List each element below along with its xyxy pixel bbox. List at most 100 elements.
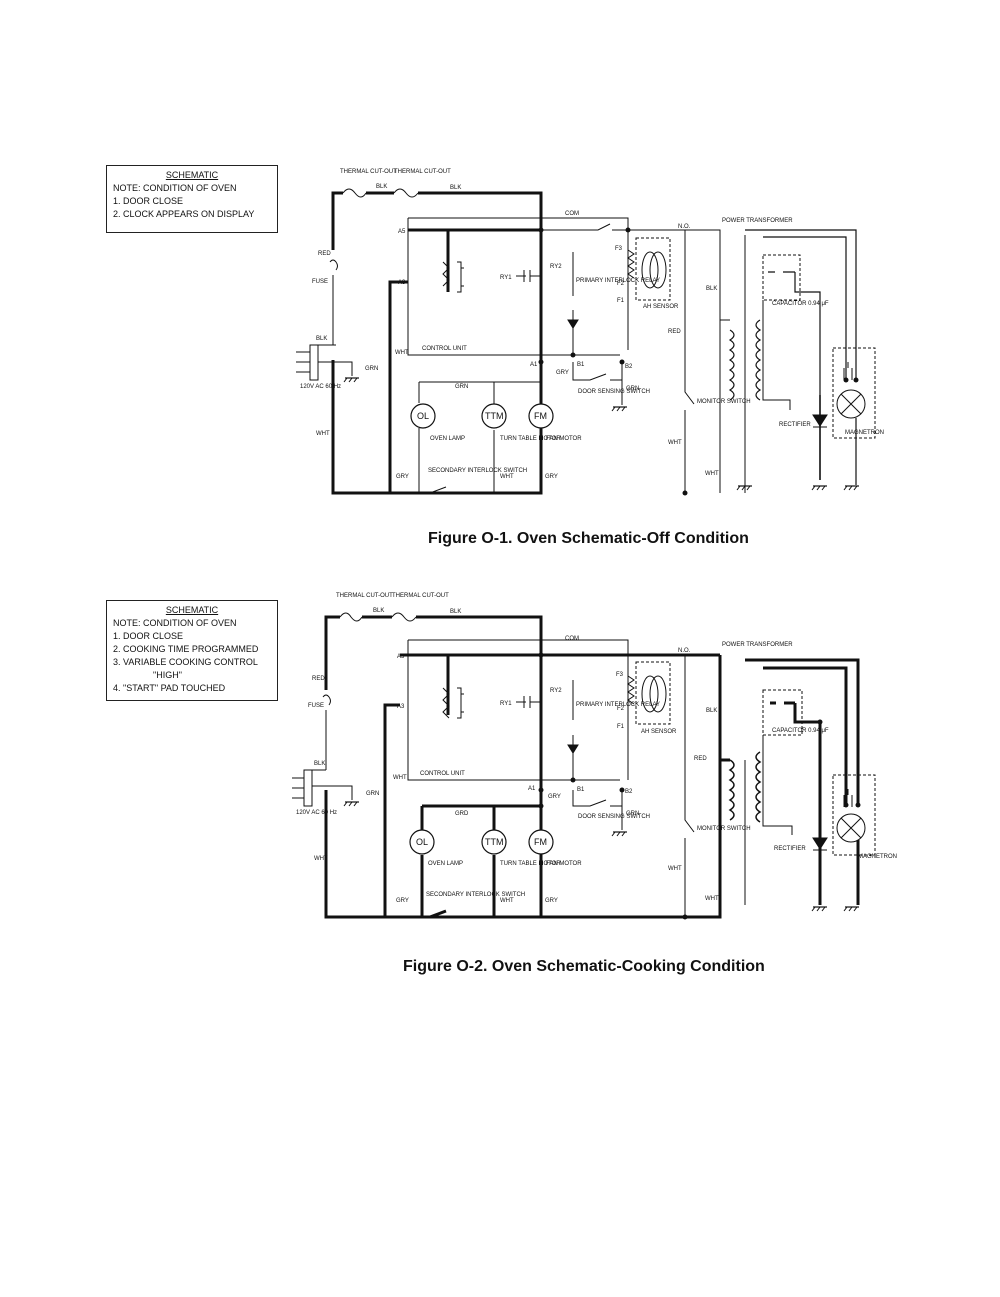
- door-sensing-switch-label: DOOR SENSING SWITCH: [578, 814, 650, 820]
- note-heading: SCHEMATIC: [165, 605, 219, 615]
- com-label: COM: [565, 636, 579, 642]
- terminal-label: A3: [397, 704, 405, 710]
- relay-label: RY2: [550, 264, 562, 270]
- wire-color-label: WHT: [393, 775, 407, 781]
- no-label: N.O.: [678, 224, 691, 230]
- wire-color-label: BLK: [450, 609, 461, 615]
- note-line: 4. "START" PAD TOUCHED: [113, 683, 226, 693]
- power-transformer-label: POWER TRANSFORMER: [722, 218, 793, 224]
- wire-color-label: GRN: [365, 366, 378, 372]
- note-line: 2. COOKING TIME PROGRAMMED: [113, 644, 259, 654]
- schematic-note-1: SCHEMATIC NOTE: CONDITION OF OVEN 1. DOO…: [106, 165, 278, 233]
- junction-dots: [538, 227, 859, 496]
- relay-label: RY2: [550, 688, 562, 694]
- relay-coils: [442, 687, 464, 719]
- wire-color-label: GRY: [545, 898, 558, 904]
- fuse-symbol: [329, 259, 338, 271]
- wire-color-label: GRY: [556, 370, 569, 376]
- wire-color-label: WHT: [500, 898, 514, 904]
- note-line: 1. DOOR CLOSE: [113, 196, 184, 206]
- terminal-label: A5: [398, 229, 406, 235]
- no-label: N.O.: [678, 648, 691, 654]
- oven-lamp-symbol: OL: [416, 837, 428, 847]
- diode-symbols: [567, 744, 828, 851]
- magnetron-symbol: [832, 774, 876, 856]
- oven-lamp-label: OVEN LAMP: [428, 861, 463, 867]
- capacitor-label: CAPACITOR 0.94 μF: [772, 728, 829, 734]
- secondary-switch-label: SECONDARY INTERLOCK SWITCH: [428, 468, 527, 474]
- fuse-label: FUSE: [308, 703, 324, 709]
- junction-dots: [538, 652, 861, 920]
- terminal-label: F3: [616, 672, 624, 678]
- note-line: NOTE: CONDITION OF OVEN: [113, 183, 237, 193]
- wire-color-label: GRY: [545, 474, 558, 480]
- lamp-motor-circles: [410, 403, 554, 429]
- magnetron-label: MAGNETRON: [858, 854, 897, 860]
- relay-coils: [442, 261, 464, 293]
- wire-color-label: WHT: [500, 474, 514, 480]
- com-label: COM: [565, 211, 579, 217]
- wire-color-label: GRN: [366, 791, 379, 797]
- magnetron-symbol: [832, 347, 876, 439]
- relay-label: RY1: [500, 701, 512, 707]
- turntable-motor-label: TURN TABLE MOTOR: [500, 861, 561, 867]
- wire-color-label: RED: [668, 329, 681, 335]
- schematic-note-2: SCHEMATIC NOTE: CONDITION OF OVEN 1. DOO…: [106, 600, 278, 701]
- terminal-label: F1: [617, 298, 625, 304]
- monitor-switch-label: MONITOR SWITCH: [697, 399, 751, 405]
- note-line: NOTE: CONDITION OF OVEN: [113, 618, 237, 628]
- door-sensing-switch-label: DOOR SENSING SWITCH: [578, 389, 650, 395]
- figure-caption-2: Figure O-2. Oven Schematic-Cooking Condi…: [403, 958, 765, 975]
- diode-symbols: [567, 319, 828, 428]
- supply-label: 120V AC 60 Hz: [296, 810, 337, 816]
- sensor-block: [627, 237, 671, 301]
- wire-color-label: GRY: [396, 474, 409, 480]
- schematic-figure-2: THERMAL CUT-OUT THERMAL CUT-OUT BLK BLK …: [292, 593, 897, 920]
- wire-color-label: BLK: [450, 185, 461, 191]
- rectifier-label: RECTIFIER: [774, 846, 806, 852]
- fan-motor-label: FAN MOTOR: [546, 436, 582, 442]
- terminal-label: A3: [398, 280, 406, 286]
- lamp-motor-circles: [409, 829, 554, 855]
- wire-color-label: GRD: [455, 811, 469, 817]
- wire-color-label: GRN: [626, 811, 639, 817]
- wire-color-label: WHT: [668, 866, 682, 872]
- oven-lamp-symbol: OL: [417, 411, 429, 421]
- sensor-block: [627, 661, 671, 725]
- transformer-coil: [728, 319, 762, 401]
- fan-motor-label: FAN MOTOR: [546, 861, 582, 867]
- monitor-switch-label: MONITOR SWITCH: [697, 826, 751, 832]
- thermal-cutout-label: THERMAL CUT-OUT: [336, 593, 393, 599]
- note-line: 1. DOOR CLOSE: [113, 631, 184, 641]
- fan-motor-symbol: FM: [534, 411, 547, 421]
- wire-color-label: BLK: [706, 708, 717, 714]
- wire-color-label: BLK: [376, 184, 387, 190]
- note-heading: SCHEMATIC: [165, 170, 219, 180]
- wire-color-label: GRY: [396, 898, 409, 904]
- fuse-symbol: [322, 694, 331, 706]
- terminal-label: F2: [617, 706, 625, 712]
- wire-color-label: GRN: [455, 384, 468, 390]
- thermal-cutout-symbols: [339, 612, 417, 622]
- primary-relay-label: PRIMARY INTERLOCK RELAY: [576, 278, 660, 284]
- note-line: 2. CLOCK APPEARS ON DISPLAY: [113, 209, 255, 219]
- terminal-label: F2: [617, 281, 625, 287]
- terminal-label: A5: [397, 654, 405, 660]
- control-unit-label: CONTROL UNIT: [422, 346, 467, 352]
- power-transformer-label: POWER TRANSFORMER: [722, 642, 793, 648]
- primary-relay-text: PRIMARY INTERLOCK RELAY: [576, 278, 660, 284]
- power-wiring: [296, 191, 857, 495]
- wire-color-label: WHT: [668, 440, 682, 446]
- wire-color-label: WHT: [705, 471, 719, 477]
- wire-color-label: BLK: [706, 286, 717, 292]
- terminal-label: B1: [577, 362, 585, 368]
- transformer-coil: [728, 751, 762, 823]
- figure-caption-1: Figure O-1. Oven Schematic-Off Condition: [428, 530, 749, 547]
- turntable-motor-label: TURN TABLE MOTOR: [500, 436, 561, 442]
- schematic-figure-1: THERMAL CUT-OUT THERMAL CUT-OUT BLK BLK …: [296, 169, 884, 496]
- fan-motor-symbol: FM: [534, 837, 547, 847]
- turntable-motor-symbol: TTM: [485, 411, 504, 421]
- wire-color-label: GRY: [548, 794, 561, 800]
- wire-color-label: BLK: [373, 608, 384, 614]
